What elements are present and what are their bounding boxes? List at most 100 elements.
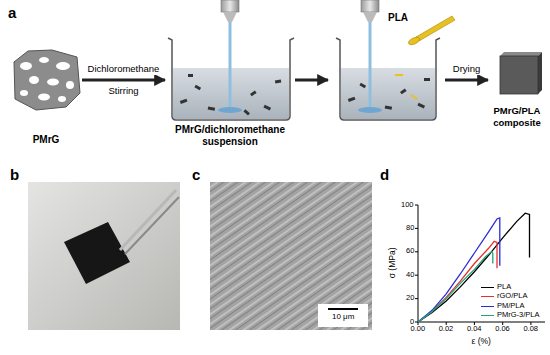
x-axis xyxy=(418,322,545,323)
beaker-suspension xyxy=(168,0,294,120)
legend-line xyxy=(481,306,494,307)
process-arrow xyxy=(445,79,488,82)
spatula-scoop xyxy=(407,36,420,47)
sem-ground xyxy=(210,182,372,330)
stage-caption: PMrG/dichloromethane suspension xyxy=(167,124,293,148)
foam-pore xyxy=(20,62,32,70)
stage-caption: PMrG/PLA composite xyxy=(490,105,544,128)
panel-letter: a xyxy=(8,4,16,21)
step-label: Drying xyxy=(453,64,480,75)
tick-label: 60 xyxy=(406,247,414,256)
particle xyxy=(359,83,366,89)
beaker-outline xyxy=(336,38,440,120)
legend-label: PMrG-3/PLA xyxy=(497,311,540,320)
stirrer-motor xyxy=(221,0,239,12)
particle xyxy=(208,106,215,110)
axis-title: σ (MPa) xyxy=(388,248,398,279)
foam-pore xyxy=(58,96,66,102)
stirrer-chuck xyxy=(363,12,377,22)
tweezers xyxy=(120,190,176,250)
particle xyxy=(263,105,271,111)
curve-rgo xyxy=(418,241,497,322)
foam-pore xyxy=(29,76,39,84)
particle xyxy=(243,109,250,115)
photo xyxy=(28,182,180,330)
tick-label: 20 xyxy=(406,294,414,303)
particle xyxy=(385,105,392,109)
particle xyxy=(180,99,188,104)
step-label: Stirring xyxy=(109,86,139,97)
axis-title: ε (%) xyxy=(472,337,491,347)
chart xyxy=(415,205,545,325)
panel-letter: c xyxy=(192,166,200,183)
tweezers xyxy=(125,197,179,254)
scale-bar xyxy=(328,308,358,310)
sem-image xyxy=(210,182,372,330)
particle xyxy=(188,74,193,77)
scale-box xyxy=(318,304,368,327)
panel-letter: b xyxy=(10,166,19,183)
particle xyxy=(400,88,407,94)
curve-pla xyxy=(418,213,530,322)
process-stage: PMrG/dichloromethane suspension xyxy=(165,35,295,150)
foam-pore xyxy=(39,57,49,63)
tick-label: 40 xyxy=(406,271,414,280)
particle xyxy=(417,103,425,109)
stirrer-motor xyxy=(361,0,379,12)
liquid xyxy=(341,68,435,119)
foam-illustration xyxy=(14,50,80,110)
foam-pore xyxy=(66,81,74,89)
legend-line xyxy=(481,315,494,316)
y-ticks xyxy=(415,205,418,322)
foam-pore xyxy=(38,94,50,101)
stirrer-chuck xyxy=(223,12,237,22)
tick-label: 100 xyxy=(401,201,414,210)
film-sample xyxy=(64,222,130,284)
tick-label: 80 xyxy=(406,224,414,233)
stage-caption: PMrG xyxy=(12,134,80,146)
foam-body xyxy=(14,50,80,110)
y-axis xyxy=(418,205,419,322)
sheet-face xyxy=(500,56,538,94)
process-stage: PMrG xyxy=(10,45,82,148)
legend-label: rGO/PLA xyxy=(497,292,527,301)
tick-label: 0.04 xyxy=(467,325,482,334)
pla-piece xyxy=(395,74,403,76)
spatula xyxy=(416,16,455,41)
curve-pm xyxy=(418,218,500,322)
process-arrow xyxy=(295,79,328,82)
tick-label: 0.02 xyxy=(439,325,454,334)
tick-label: 0.06 xyxy=(495,325,510,334)
legend-label: PLA xyxy=(497,283,511,292)
process-stage: PLA xyxy=(328,10,445,140)
composite-sheet xyxy=(500,52,542,94)
foam-pore xyxy=(47,79,59,86)
pla-piece xyxy=(410,94,418,100)
stirrer-rod xyxy=(369,22,372,108)
process-stage: PMrG/PLA composite xyxy=(488,50,546,130)
legend-line xyxy=(481,296,494,297)
panel-letter: d xyxy=(380,166,389,183)
scale-label: 10 μm xyxy=(332,312,354,321)
tick-label: 0.08 xyxy=(523,325,538,334)
particle xyxy=(250,90,257,96)
sheet-edge xyxy=(500,52,542,56)
particle xyxy=(424,78,430,81)
tick-label: 0.00 xyxy=(411,325,426,334)
particle xyxy=(194,85,201,91)
foam-pore xyxy=(56,62,70,70)
stirrer-blade xyxy=(218,107,242,113)
particle xyxy=(275,79,281,83)
process-arrow xyxy=(82,79,165,82)
foam-pore xyxy=(20,90,28,96)
particle xyxy=(348,97,356,102)
legend-line xyxy=(481,287,494,288)
photo-ground xyxy=(28,182,180,330)
legend-label: PM/PLA xyxy=(497,302,525,311)
stage-caption: PLA xyxy=(330,12,408,24)
stirrer-blade xyxy=(358,107,382,113)
sheet-edge xyxy=(538,52,542,94)
